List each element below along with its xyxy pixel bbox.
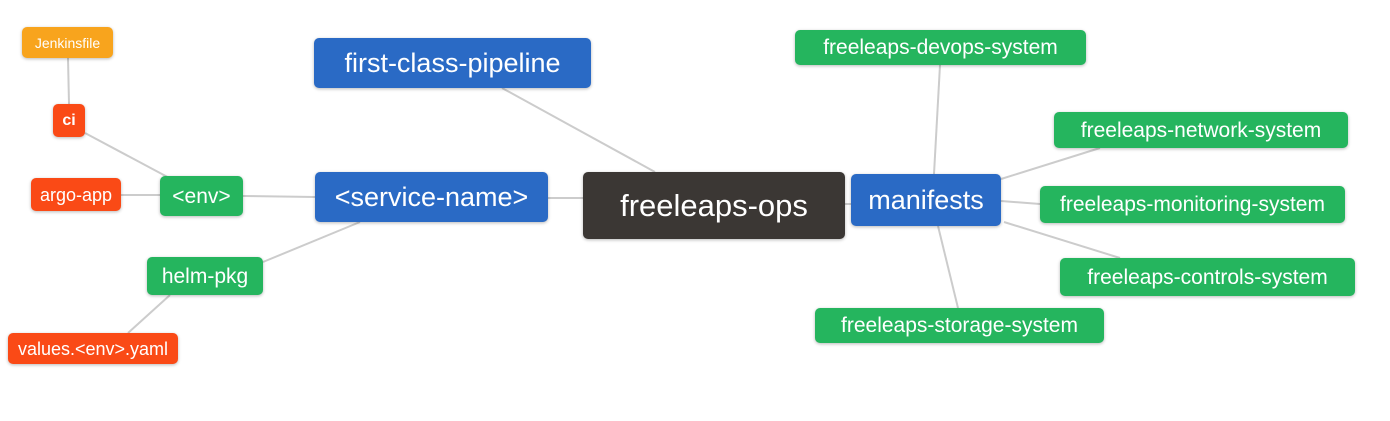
node-ci[interactable]: ci — [53, 104, 85, 137]
edge-helm-pkg-service-name — [262, 221, 361, 263]
node-freeleaps-storage-system[interactable]: freeleaps-storage-system — [815, 308, 1104, 343]
node-jenkinsfile[interactable]: Jenkinsfile — [22, 27, 113, 58]
edge-manifests-freeleaps-devops-system — [933, 64, 941, 175]
node-argo-app[interactable]: argo-app — [31, 178, 121, 211]
edge-jenkinsfile-ci — [67, 57, 70, 105]
edge-first-class-pipeline-freeleaps-ops — [501, 87, 656, 173]
node-first-class-pipeline[interactable]: first-class-pipeline — [314, 38, 591, 88]
edge-manifests-freeleaps-storage-system — [937, 225, 959, 309]
edge-manifests-freeleaps-controls-system — [1003, 221, 1121, 259]
node-service-name[interactable]: <service-name> — [315, 172, 548, 222]
edge-values-env-yaml-helm-pkg — [127, 294, 171, 334]
node-freeleaps-devops-system[interactable]: freeleaps-devops-system — [795, 30, 1086, 65]
edge-ci-env — [84, 132, 176, 182]
node-env[interactable]: <env> — [160, 176, 243, 216]
node-freeleaps-monitoring-system[interactable]: freeleaps-monitoring-system — [1040, 186, 1345, 223]
node-freeleaps-network-system[interactable]: freeleaps-network-system — [1054, 112, 1348, 148]
node-values-env-yaml[interactable]: values.<env>.yaml — [8, 333, 178, 364]
edge-manifests-freeleaps-network-system — [1000, 147, 1101, 180]
node-helm-pkg[interactable]: helm-pkg — [147, 257, 263, 295]
node-freeleaps-controls-system[interactable]: freeleaps-controls-system — [1060, 258, 1355, 296]
node-freeleaps-ops[interactable]: freeleaps-ops — [583, 172, 845, 239]
node-manifests[interactable]: manifests — [851, 174, 1001, 226]
edge-env-service-name — [242, 195, 316, 198]
edge-manifests-freeleaps-monitoring-system — [1000, 200, 1041, 205]
